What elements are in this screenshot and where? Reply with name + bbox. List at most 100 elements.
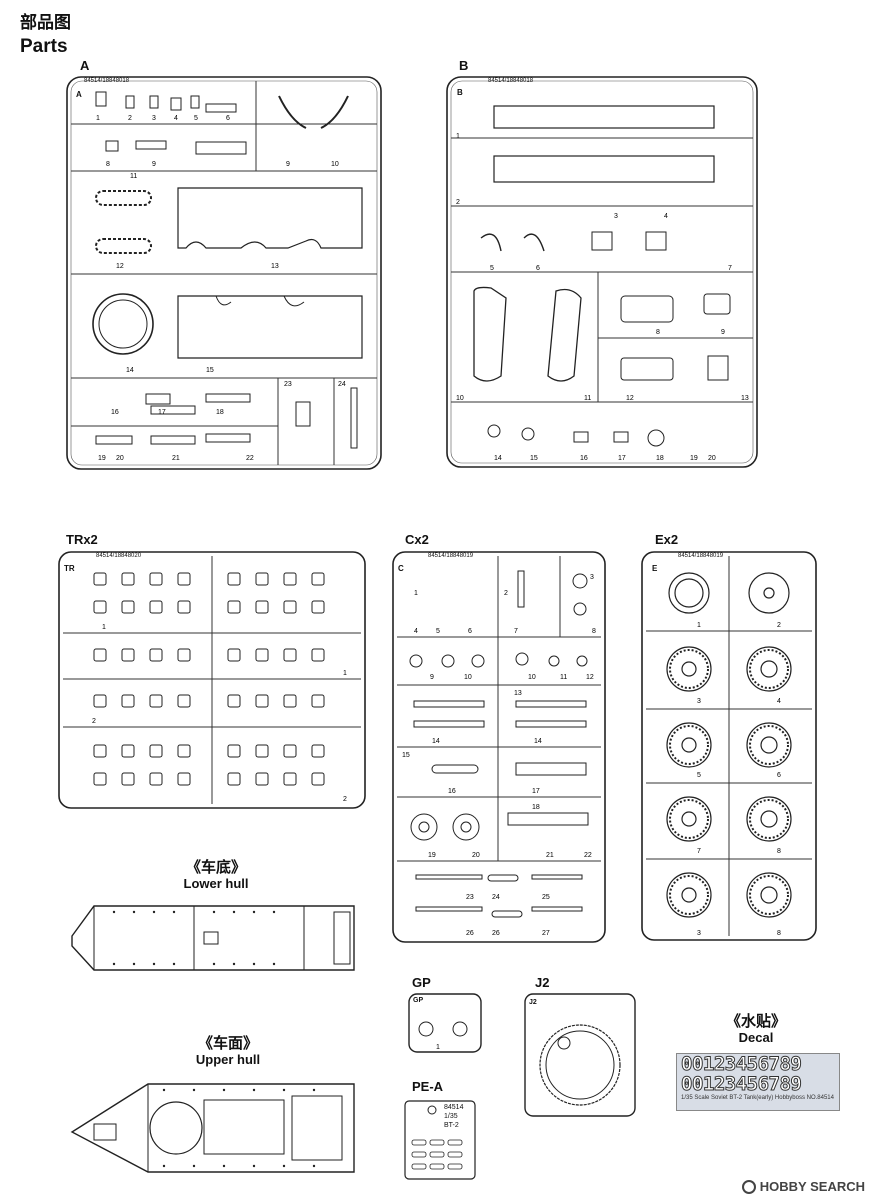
svg-text:5: 5	[436, 628, 440, 635]
svg-text:11: 11	[130, 173, 137, 180]
svg-text:2: 2	[128, 115, 132, 122]
svg-text:17: 17	[618, 455, 626, 462]
svg-text:8: 8	[656, 329, 660, 336]
sprue-b-label: B	[459, 58, 469, 73]
sprue-gp-label: GP	[412, 975, 431, 990]
svg-text:16: 16	[448, 788, 456, 795]
sprue-j2-drawing	[524, 993, 636, 1117]
svg-text:9: 9	[430, 674, 434, 681]
svg-text:18: 18	[216, 409, 224, 416]
svg-text:8: 8	[777, 930, 781, 937]
svg-text:7: 7	[728, 265, 732, 272]
svg-text:19: 19	[428, 852, 436, 859]
svg-text:9: 9	[721, 329, 725, 336]
svg-text:21: 21	[546, 852, 554, 859]
svg-text:15: 15	[530, 455, 538, 462]
decal-numbers-row-1: 00123456789	[681, 1053, 803, 1075]
sprue-c-code: 84514/18848019	[428, 553, 474, 559]
svg-text:19: 19	[98, 455, 106, 462]
sprue-b-tag: B	[457, 88, 463, 97]
page-title-cn: 部品图	[20, 13, 71, 32]
svg-text:7: 7	[697, 848, 701, 855]
sprue-c-label: Cx2	[405, 532, 429, 547]
sprue-tr-code: 84514/18848020	[96, 553, 142, 559]
svg-text:4: 4	[174, 115, 178, 122]
upper-hull-drawing	[70, 1083, 355, 1173]
svg-text:1: 1	[456, 133, 460, 140]
svg-text:13: 13	[271, 263, 279, 270]
svg-text:8: 8	[777, 848, 781, 855]
svg-text:14: 14	[126, 367, 134, 374]
svg-text:23: 23	[284, 381, 292, 388]
svg-text:1: 1	[414, 590, 418, 597]
decal-caption-en: Decal	[738, 1030, 774, 1045]
svg-text:11: 11	[584, 395, 591, 402]
svg-text:17: 17	[158, 409, 166, 416]
svg-text:16: 16	[111, 409, 119, 416]
sprue-pea-label: PE-A	[412, 1079, 444, 1094]
svg-text:5: 5	[490, 265, 494, 272]
decal-note: 1/35 Scale Soviet BT-2 Tank(early) Hobby…	[681, 1095, 834, 1101]
sprue-c-tag: C	[398, 564, 404, 573]
sprue-e-tag: E	[652, 564, 658, 573]
svg-text:13: 13	[741, 395, 749, 402]
decal-caption-cn: 《水贴》	[725, 1013, 786, 1030]
svg-text:5: 5	[697, 772, 701, 779]
svg-text:24: 24	[338, 381, 346, 388]
svg-text:25: 25	[542, 894, 550, 901]
svg-text:9: 9	[152, 161, 156, 168]
pe-line2: 1/35	[444, 1113, 458, 1120]
sprue-gp-drawing: 1	[408, 993, 482, 1053]
svg-text:27: 27	[542, 930, 550, 937]
sprue-b-code: 84514/18848018	[488, 78, 534, 84]
decal-numbers-row-2: 00123456789	[681, 1073, 803, 1095]
svg-text:2: 2	[456, 199, 460, 206]
svg-text:8: 8	[592, 628, 596, 635]
svg-text:2: 2	[343, 796, 347, 803]
svg-text:3: 3	[614, 213, 618, 220]
sprue-tr-tag: TR	[64, 564, 75, 573]
lower-hull-caption-cn: 《车底》	[185, 859, 246, 876]
svg-text:12: 12	[116, 263, 124, 270]
svg-text:6: 6	[536, 265, 540, 272]
svg-text:6: 6	[468, 628, 472, 635]
sprue-a-label: A	[80, 58, 90, 73]
sprue-tr-label: TRx2	[66, 532, 98, 547]
svg-text:2: 2	[92, 718, 96, 725]
svg-text:4: 4	[664, 213, 668, 220]
svg-text:8: 8	[106, 161, 110, 168]
svg-text:3: 3	[152, 115, 156, 122]
svg-text:22: 22	[584, 852, 592, 859]
svg-text:14: 14	[534, 738, 542, 745]
svg-text:16: 16	[580, 455, 588, 462]
svg-text:20: 20	[708, 455, 716, 462]
svg-text:3: 3	[697, 698, 701, 705]
svg-text:6: 6	[777, 772, 781, 779]
decal-sheet: 00123456789 00123456789 1/35 Scale Sovie…	[676, 1053, 840, 1111]
svg-text:3: 3	[697, 930, 701, 937]
svg-text:11: 11	[560, 674, 567, 681]
svg-text:3: 3	[590, 574, 594, 581]
svg-text:4: 4	[777, 698, 781, 705]
svg-text:18: 18	[656, 455, 664, 462]
svg-text:4: 4	[414, 628, 418, 635]
svg-text:10: 10	[528, 674, 536, 681]
page-title-en: Parts	[20, 36, 68, 57]
upper-hull-caption-en: Upper hull	[195, 1052, 261, 1067]
svg-text:17: 17	[532, 788, 540, 795]
svg-text:10: 10	[464, 674, 472, 681]
svg-text:1: 1	[96, 115, 100, 122]
sprue-j2-label: J2	[535, 975, 550, 990]
sprue-pea-drawing	[404, 1100, 476, 1180]
sprue-gp-tag: GP	[413, 997, 424, 1004]
lower-hull-caption-en: Lower hull	[183, 876, 249, 891]
sprue-e-code: 84514/18848019	[678, 553, 724, 559]
svg-text:20: 20	[472, 852, 480, 859]
svg-text:21: 21	[172, 455, 180, 462]
svg-text:12: 12	[586, 674, 594, 681]
svg-text:9: 9	[286, 161, 290, 168]
svg-text:1: 1	[697, 622, 701, 629]
svg-text:6: 6	[226, 115, 230, 122]
